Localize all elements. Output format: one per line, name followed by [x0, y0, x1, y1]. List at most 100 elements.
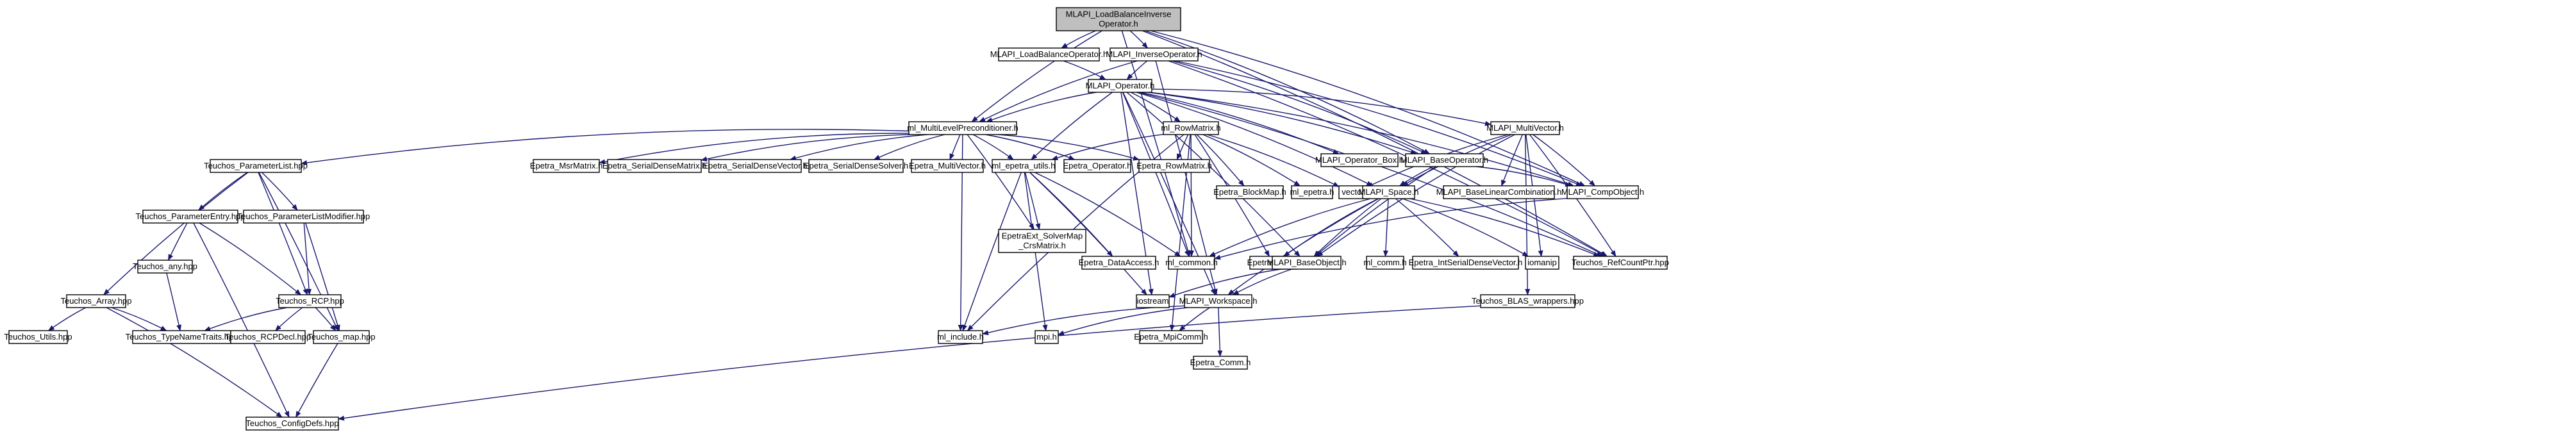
node-trcpd[interactable]: Teuchos_RCPDecl.hpp [225, 330, 311, 344]
node-mvec[interactable]: MLAPI_MultiVector.h [1486, 121, 1564, 135]
node-label: Epetra_DataAccess.h [1079, 258, 1159, 267]
node-mlp[interactable]: ml_MultiLevelPreconditioner.h [907, 121, 1018, 135]
node-label: MLAPI_BaseObject.h [1267, 258, 1346, 267]
node-mpi[interactable]: mpi.h [1035, 330, 1059, 344]
edge-mlp-to-esdm [701, 134, 911, 161]
node-mlcomm[interactable]: ml_comm.h [1363, 256, 1407, 270]
node-empi[interactable]: Epetra_MpiComm.h [1134, 330, 1208, 344]
node-label: Epetra_Comm.h [1190, 358, 1251, 367]
node-tcfg[interactable]: Teuchos_ConfigDefs.hpp [245, 417, 339, 431]
node-rowm[interactable]: ml_RowMatrix.h [1161, 121, 1221, 135]
node-emsr[interactable]: Epetra_MsrMatrix.h [530, 159, 602, 173]
edge-baseop-to-bobj [1315, 166, 1436, 257]
node-label: ml_epetra_utils.h [992, 161, 1056, 170]
node-mlinc[interactable]: ml_include.h [937, 330, 984, 344]
edge-op-to-mlp [986, 92, 1097, 122]
edge-tmap-to-tcfg [295, 343, 338, 418]
edge-op-to-comp [1149, 92, 1575, 187]
edge-mlp-to-plist [301, 129, 910, 165]
node-box-esds [808, 159, 904, 173]
edge-space-to-mlcomm [1383, 198, 1389, 257]
edge-invop-to-baseop [1171, 60, 1427, 154]
node-lbop[interactable]: MLAPI_LoadBalanceOperator.h [990, 47, 1108, 62]
node-box-blas [1480, 294, 1575, 308]
node-erm[interactable]: Epetra_RowMatrix.h [1136, 159, 1212, 173]
node-ecomm[interactable]: Epetra_Comm.h [1190, 356, 1251, 370]
node-tarr[interactable]: Teuchos_Array.hpp [60, 294, 132, 308]
node-vec[interactable]: vector [1338, 185, 1368, 199]
node-tutil[interactable]: Teuchos_Utils.hpp [4, 330, 72, 344]
node-blc[interactable]: MLAPI_BaseLinearCombination.h [1436, 185, 1562, 199]
node-box-emsr [533, 159, 600, 173]
edge-invop-to-rcptr [1168, 60, 1607, 257]
node-op[interactable]: MLAPI_Operator.h [1086, 79, 1155, 93]
node-mlcom[interactable]: ml_common.h [1165, 256, 1218, 270]
node-label: mpi.h [1036, 332, 1057, 342]
node-label: ml_include.h [937, 332, 984, 342]
node-box-esdv [708, 159, 802, 173]
edge-op-to-meu [1031, 92, 1113, 160]
node-label: Epetra_SerialDenseVector.h [702, 161, 807, 170]
node-label: Epetra_MsrMatrix.h [530, 161, 602, 170]
node-label: ml_epetra.h [1290, 187, 1334, 197]
node-label: MLAPI_Operator.h [1086, 81, 1155, 90]
node-ios[interactable]: iostream [1136, 294, 1170, 308]
edge-mlp-to-eop [985, 134, 1076, 160]
node-box-ws [1184, 294, 1252, 308]
node-label: Teuchos_ParameterEntry.hpp [135, 211, 245, 221]
node-plist[interactable]: Teuchos_ParameterList.hpp [204, 159, 308, 173]
node-eop[interactable]: Epetra_Operator.h [1063, 159, 1132, 173]
node-baseop[interactable]: MLAPI_BaseOperator.h [1400, 153, 1488, 167]
node-space[interactable]: MLAPI_Space.h [1359, 185, 1419, 199]
edge-rowm-to-meu [1051, 134, 1164, 161]
node-esdv[interactable]: Epetra_SerialDenseVector.h [702, 159, 808, 173]
node-meu[interactable]: ml_epetra_utils.h [992, 159, 1056, 173]
node-box-space [1362, 185, 1415, 199]
edge-plmod-to-tmap [304, 222, 340, 331]
node-box-comp [1566, 185, 1639, 199]
node-ebm[interactable]: Epetra_BlockMap.h [1213, 185, 1286, 199]
node-emv[interactable]: Epetra_MultiVector.h [909, 159, 986, 173]
node-label: ml_MultiLevelPreconditioner.h [907, 123, 1018, 133]
node-box-ios [1136, 294, 1170, 308]
node-bobj[interactable]: MLAPI_BaseObject.h [1267, 256, 1347, 270]
node-pentry[interactable]: Teuchos_ParameterEntry.hpp [135, 210, 245, 224]
node-tmap[interactable]: Teuchos_map.hpp [307, 330, 376, 344]
edge-ws-to-empi [1179, 307, 1210, 331]
edge-root-to-rcptr [1142, 30, 1608, 257]
node-label: Teuchos_ParameterList.hpp [204, 161, 308, 170]
edge-op-to-baseop [1148, 92, 1417, 154]
node-blas[interactable]: Teuchos_BLAS_wrappers.hpp [1472, 294, 1584, 308]
node-eesm[interactable]: EpetraExt_SolverMap_CrsMatrix.h [998, 229, 1086, 253]
edge-bobj-to-ws [1232, 268, 1292, 295]
node-tany[interactable]: Teuchos_any.hpp [133, 260, 197, 274]
node-trcp[interactable]: Teuchos_RCP.hpp [276, 294, 344, 308]
node-label: Teuchos_RefCountPtr.hpp [1572, 258, 1669, 267]
node-rcptr[interactable]: Teuchos_RefCountPtr.hpp [1572, 256, 1669, 270]
node-label: MLAPI_MultiVector.h [1486, 123, 1564, 133]
node-esdm[interactable]: Epetra_SerialDenseMatrix.h [602, 159, 707, 173]
node-box-tcfg [245, 417, 339, 431]
edge-meu-to-eesm [1024, 172, 1041, 230]
edge-plist-to-plmod [261, 172, 298, 211]
edge-root-to-baseop [1145, 30, 1431, 154]
node-plmod[interactable]: Teuchos_ParameterListModifier.hpp [237, 210, 370, 224]
node-invop[interactable]: MLAPI_InverseOperator.h [1106, 47, 1202, 62]
node-box-tarr [66, 294, 126, 308]
node-mlep[interactable]: ml_epetra.h [1290, 185, 1334, 199]
node-ws[interactable]: MLAPI_Workspace.h [1179, 294, 1258, 308]
edge-plist-to-tmap [258, 172, 339, 331]
node-box-eesm [998, 229, 1086, 253]
node-ttnt[interactable]: Teuchos_TypeNameTraits.hpp [126, 330, 238, 344]
node-ioman[interactable]: iomanip [1525, 256, 1559, 270]
node-esds[interactable]: Epetra_SerialDenseSolver.h [804, 159, 908, 173]
node-comp[interactable]: MLAPI_CompObject.h [1561, 185, 1644, 199]
node-eisdv[interactable]: Epetra_IntSerialDenseVector.h [1409, 256, 1523, 270]
node-label: ml_comm.h [1363, 258, 1406, 267]
node-label: Epetra_BlockMap.h [1213, 187, 1286, 197]
node-opbox[interactable]: MLAPI_Operator_Box.h [1315, 153, 1404, 167]
node-box-pentry [142, 210, 238, 224]
node-eda[interactable]: Epetra_DataAccess.h [1079, 256, 1159, 270]
edge-rowm-to-mlinc [967, 134, 1184, 331]
